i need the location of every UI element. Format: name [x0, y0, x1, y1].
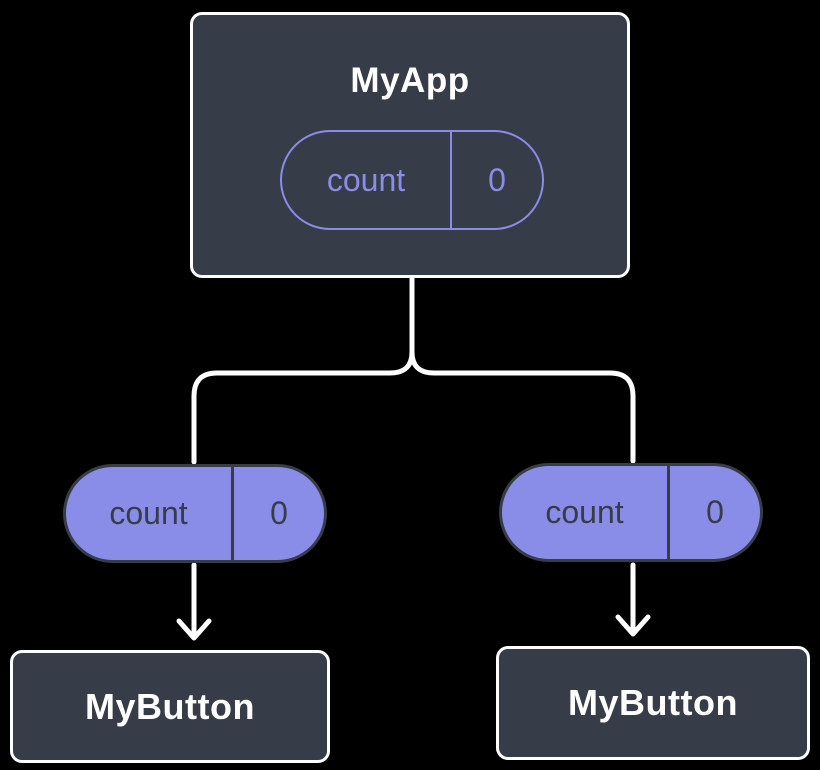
- prop-pill-right: count 0: [499, 463, 763, 562]
- branch-line-left: [191, 275, 415, 465]
- root-component-node: MyApp count 0: [190, 12, 630, 278]
- branch-line-right: [409, 275, 636, 464]
- state-pill: count 0: [280, 130, 544, 230]
- child-component-node-right: MyButton: [496, 646, 810, 760]
- arrow-head-right: [615, 614, 651, 637]
- prop-pill-left-value: 0: [270, 495, 288, 531]
- state-pill-key: count: [282, 132, 452, 228]
- child-component-node-left: MyButton: [10, 650, 330, 763]
- child-component-label-left: MyButton: [85, 685, 255, 727]
- state-pill-value: 0: [488, 161, 506, 198]
- prop-pill-right-value: 0: [706, 494, 724, 530]
- root-component-label: MyApp: [350, 61, 470, 100]
- child-component-label-right: MyButton: [568, 682, 738, 723]
- prop-pill-left: count 0: [63, 464, 327, 563]
- prop-pill-left-key: count: [66, 467, 234, 560]
- prop-pill-right-key: count: [502, 466, 670, 559]
- arrow-head-left: [176, 618, 212, 641]
